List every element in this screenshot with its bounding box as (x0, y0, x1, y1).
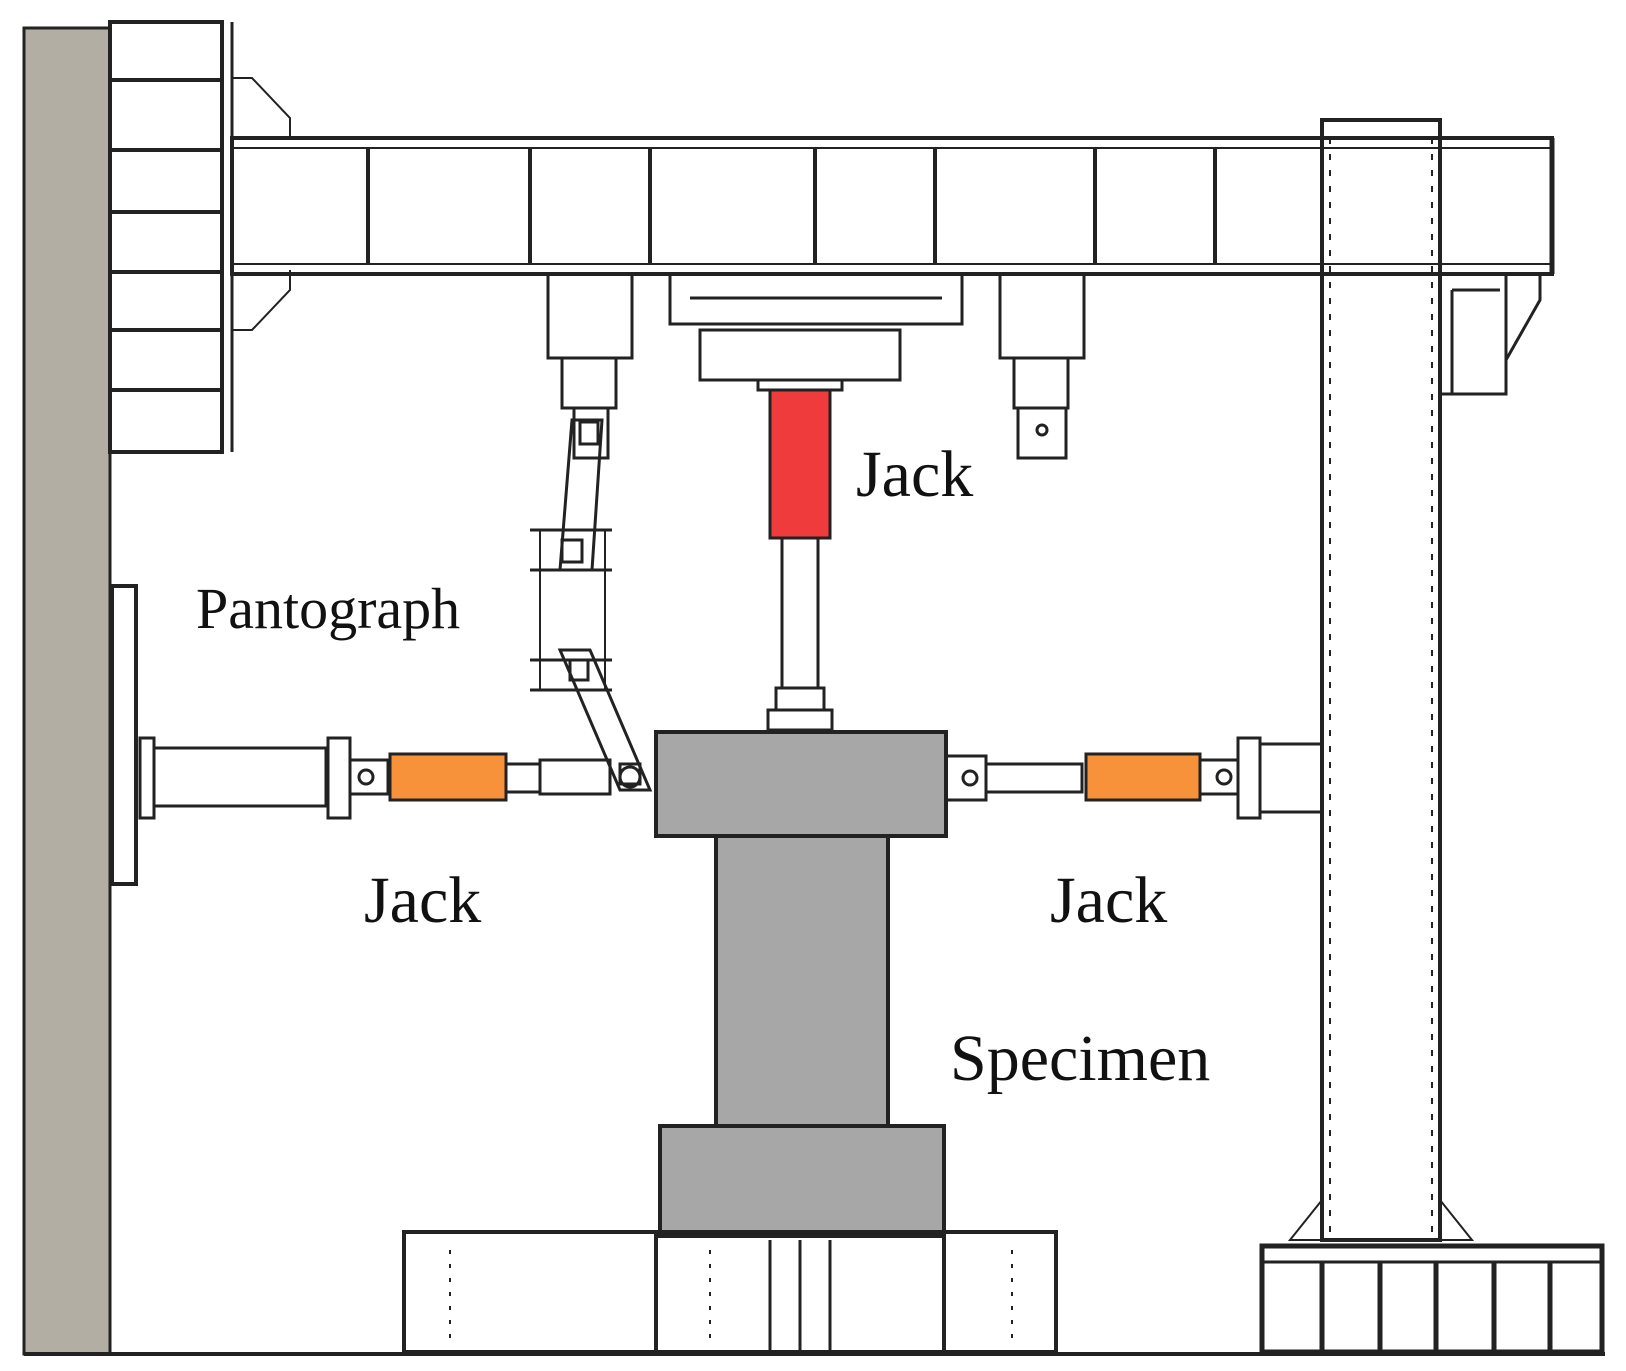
left-horizontal-jack (388, 752, 508, 802)
specimen (654, 730, 948, 1238)
right-actuator-assembly (944, 736, 1324, 820)
vertical-jack-rod (766, 536, 834, 732)
label-jack-top: Jack (856, 438, 973, 511)
pantograph-link (530, 418, 653, 792)
left-wall-plate (110, 584, 138, 886)
top-beam (230, 136, 1555, 276)
left-jack-rod (504, 758, 642, 796)
vertical-jack (768, 388, 832, 540)
right-horizontal-jack (1084, 752, 1202, 802)
foundation (402, 1230, 1058, 1354)
right-column (1287, 118, 1475, 1242)
vertical-jack-mount (668, 272, 964, 392)
left-hanger (546, 272, 634, 460)
label-pantograph: Pantograph (196, 576, 460, 641)
label-specimen: Specimen (950, 1022, 1210, 1095)
right-column-base (1259, 1243, 1605, 1355)
right-hanger (998, 272, 1086, 460)
reaction-wall (22, 26, 112, 1356)
left-top-bracket (108, 20, 291, 454)
right-beam-bracket (1438, 272, 1542, 396)
left-actuator-assembly (138, 736, 390, 820)
label-jack-right: Jack (1050, 864, 1167, 937)
label-jack-left: Jack (364, 864, 481, 937)
